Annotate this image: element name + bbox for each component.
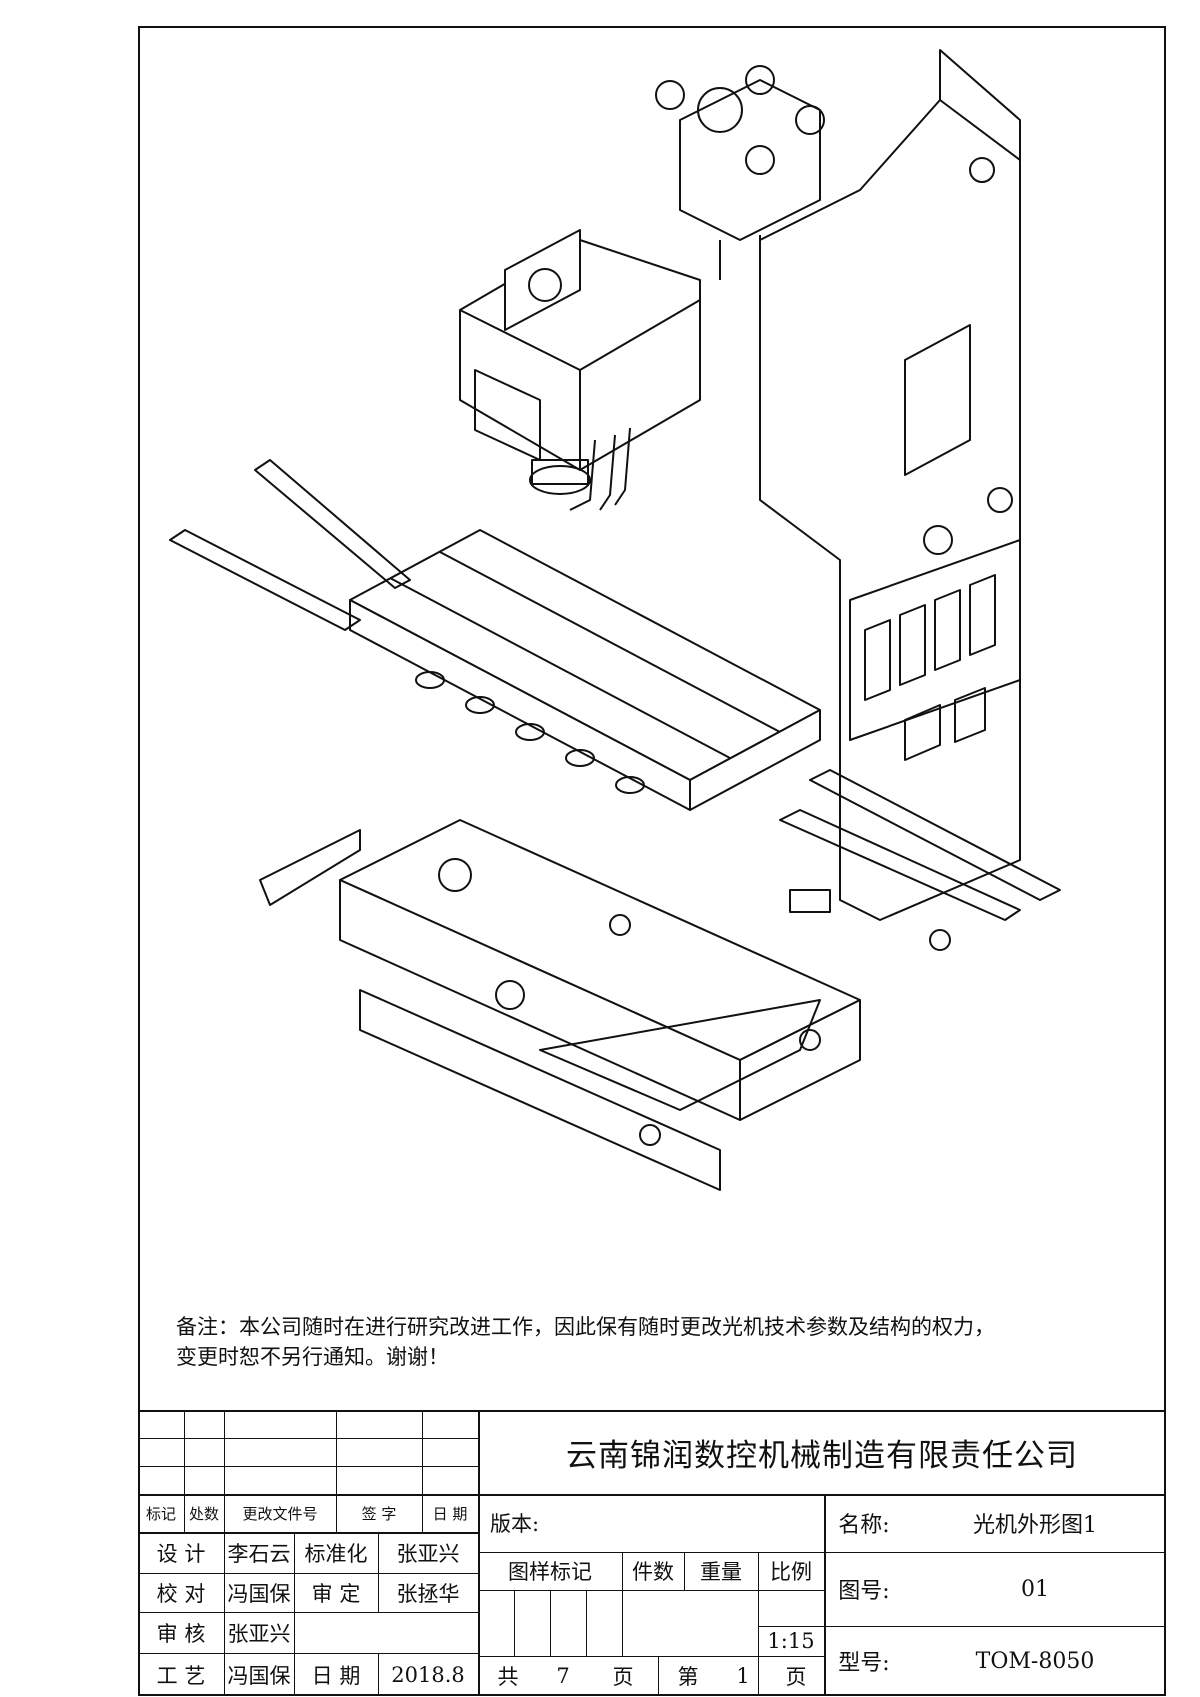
date-value: 2018.8: [391, 1662, 465, 1687]
total-sheets-unit: 页: [612, 1665, 634, 1689]
current-sheet-value: 1: [736, 1664, 750, 1688]
drawing-no-value: 01: [1021, 1576, 1049, 1602]
model-value: TOM-8050: [975, 1648, 1095, 1674]
machine-isometric-drawing: [169, 49, 1061, 1191]
title-block: 标记 处数 更改文件号 签 字 日 期 设 计 李石云 标准化 张亚兴 校 对 …: [138, 1410, 1166, 1696]
version-label: 版本:: [490, 1512, 540, 1536]
machine-column: [759, 49, 1021, 921]
spindle-head: [459, 229, 701, 511]
quantity-label: 件数: [632, 1560, 674, 1584]
z-axis-motor: [655, 65, 825, 280]
scale-label: 比例: [770, 1560, 812, 1584]
name-check: 冯国保: [227, 1581, 291, 1606]
remarks-line-2: 变更时恕不另行通知。谢谢！: [176, 1345, 449, 1369]
role-check: 校 对: [156, 1581, 206, 1606]
role-standardization: 标准化: [304, 1541, 368, 1566]
pattern-mark-label: 图样标记: [508, 1560, 592, 1584]
drawing-no-label: 图号:: [838, 1579, 890, 1604]
name-process: 冯国保: [227, 1663, 291, 1688]
current-sheet-unit: 页: [785, 1665, 807, 1689]
name-approve: 张拯华: [396, 1581, 460, 1606]
role-design: 设 计: [156, 1541, 206, 1566]
name-value: 光机外形图1: [973, 1513, 1097, 1538]
header-count: 处数: [188, 1504, 219, 1523]
header-date: 日 期: [432, 1504, 468, 1523]
name-design: 李石云: [227, 1541, 291, 1566]
scale-value: 1:15: [767, 1629, 815, 1653]
machine-base: [339, 819, 951, 1191]
remarks-note: 备注：本公司随时在进行研究改进工作，因此保有随时更改光机技术参数及结构的权力， …: [176, 1312, 1116, 1372]
name-standardization: 张亚兴: [396, 1541, 460, 1566]
role-date: 日 期: [311, 1663, 361, 1688]
header-sign: 签 字: [361, 1504, 397, 1523]
drawing-frame: [138, 26, 1166, 1696]
header-doc-no: 更改文件号: [242, 1504, 318, 1523]
role-approve: 审 定: [311, 1581, 361, 1606]
name-label: 名称:: [838, 1513, 890, 1538]
model-label: 型号:: [838, 1651, 890, 1676]
current-sheet-label: 第: [677, 1665, 699, 1689]
role-review: 审 核: [156, 1621, 206, 1646]
total-sheets-value: 7: [556, 1664, 570, 1688]
remarks-line-1: 备注：本公司随时在进行研究改进工作，因此保有随时更改光机技术参数及结构的权力，: [176, 1315, 995, 1339]
header-mark: 标记: [145, 1504, 176, 1523]
total-sheets-label: 共: [497, 1665, 519, 1689]
name-review: 张亚兴: [227, 1621, 291, 1646]
company-name: 云南锦润数控机械制造有限责任公司: [566, 1437, 1078, 1474]
worktable: [349, 529, 821, 811]
role-process: 工 艺: [156, 1663, 206, 1688]
weight-label: 重量: [700, 1560, 742, 1584]
